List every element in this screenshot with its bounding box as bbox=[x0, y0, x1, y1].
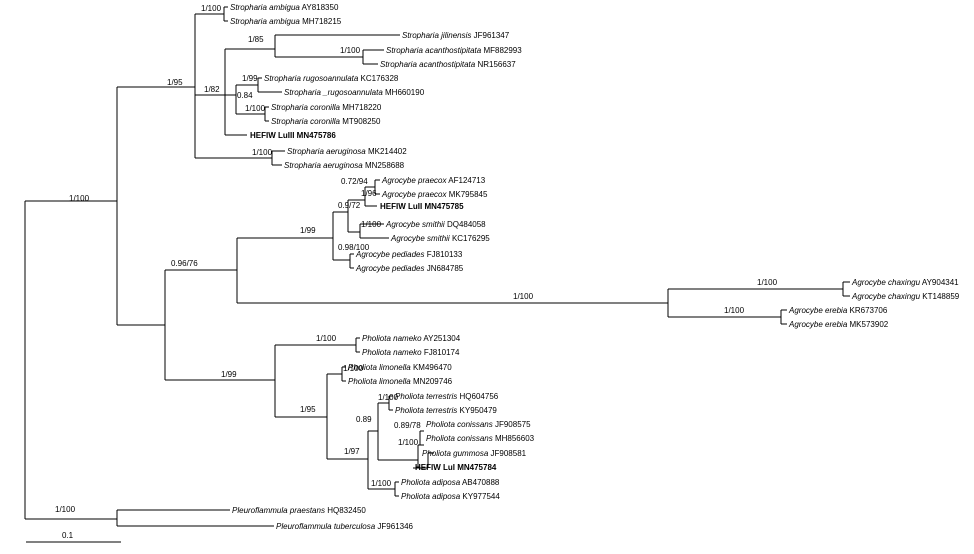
support-value: 0.84 bbox=[237, 91, 253, 100]
support-value: 1/100 bbox=[340, 46, 361, 55]
taxon-label: Stropharia coronilla MH718220 bbox=[271, 103, 382, 112]
taxon-label-highlighted: HEFIW LuI MN475784 bbox=[415, 463, 497, 472]
taxon-label: Pholiota terrestris KY950479 bbox=[395, 406, 497, 415]
taxon-label: Pholiota gummosa JF908581 bbox=[422, 449, 527, 458]
support-value: 1/100 bbox=[343, 364, 364, 373]
support-value: 1/100 bbox=[757, 278, 778, 287]
support-value: 1/100 bbox=[378, 393, 399, 402]
taxon-label: Pholiota limonella MN209746 bbox=[348, 377, 453, 386]
taxon-label: Stropharia jilinensis JF961347 bbox=[402, 31, 510, 40]
support-value: 1/99 bbox=[300, 226, 316, 235]
support-value: 1/95 bbox=[167, 78, 183, 87]
support-value: 1/100 bbox=[316, 334, 337, 343]
taxon-label: Stropharia ambigua AY818350 bbox=[230, 3, 339, 12]
taxon-label: Agrocybe chaxingu AY904341 bbox=[851, 278, 959, 287]
support-value: 0.96/76 bbox=[171, 259, 198, 268]
taxon-label: Agrocybe smithii KC176295 bbox=[390, 234, 490, 243]
taxon-label: Agrocybe pediades FJ810133 bbox=[355, 250, 463, 259]
taxon-label: Stropharia acanthostipitata NR156637 bbox=[380, 60, 516, 69]
support-value: 1/100 bbox=[201, 4, 222, 13]
taxon-label: Pholiota adiposa AB470888 bbox=[401, 478, 500, 487]
support-value: 1/99 bbox=[242, 74, 258, 83]
taxon-label: Agrocybe praecox MK795845 bbox=[381, 190, 488, 199]
taxon-label: Pholiota adiposa KY977544 bbox=[401, 492, 500, 501]
support-value: 1/100 bbox=[513, 292, 534, 301]
taxon-label: Agrocybe praecox AF124713 bbox=[381, 176, 486, 185]
taxon-label: Agrocybe erebia KR673706 bbox=[788, 306, 888, 315]
support-value: 1/100 bbox=[245, 104, 266, 113]
support-value: 1/100 bbox=[398, 438, 419, 447]
support-value: 0.89 bbox=[356, 415, 372, 424]
taxon-label: Stropharia coronilla MT908250 bbox=[271, 117, 381, 126]
taxon-label-highlighted: HEFIW LuII MN475785 bbox=[380, 202, 464, 211]
taxon-label: Stropharia ambigua MH718215 bbox=[230, 17, 342, 26]
support-value: 1/82 bbox=[204, 85, 220, 94]
taxon-label: Pholiota conissans MH856603 bbox=[426, 434, 535, 443]
taxon-label: Pholiota nameko AY251304 bbox=[362, 334, 461, 343]
support-value: 0.72/94 bbox=[341, 177, 368, 186]
support-value: 1/100 bbox=[724, 306, 745, 315]
support-value: 1/100 bbox=[361, 220, 382, 229]
scale-bar-label: 0.1 bbox=[62, 531, 74, 540]
taxon-label: Agrocybe smithii DQ484058 bbox=[385, 220, 486, 229]
support-value: 1/96 bbox=[361, 189, 377, 198]
support-value: 1/85 bbox=[248, 35, 264, 44]
taxon-label: Agrocybe pediades JN684785 bbox=[355, 264, 464, 273]
taxon-label-highlighted: HEFIW LuIII MN475786 bbox=[250, 131, 336, 140]
taxon-label: Stropharia aeruginosa MN258688 bbox=[284, 161, 405, 170]
support-value: 0.98/100 bbox=[338, 243, 370, 252]
support-value: 0.9/72 bbox=[338, 201, 361, 210]
taxon-label: Stropharia _rugosoannulata MH660190 bbox=[284, 88, 425, 97]
support-value: 1/99 bbox=[221, 370, 237, 379]
taxon-label: Stropharia aeruginosa MK214402 bbox=[287, 147, 407, 156]
taxon-label: Pholiota nameko FJ810174 bbox=[362, 348, 460, 357]
taxon-label: Pleuroflammula praestans HQ832450 bbox=[232, 506, 366, 515]
support-value: 1/100 bbox=[69, 194, 90, 203]
support-value: 1/100 bbox=[252, 148, 273, 157]
taxon-label: Agrocybe erebia MK573902 bbox=[788, 320, 889, 329]
support-value: 1/100 bbox=[371, 479, 392, 488]
taxon-label: Pholiota terrestris HQ604756 bbox=[395, 392, 499, 401]
support-value: 1/100 bbox=[55, 505, 76, 514]
taxon-label: Pholiota conissans JF908575 bbox=[426, 420, 531, 429]
taxon-label: Agrocybe chaxingu KT148859 bbox=[851, 292, 960, 301]
taxon-label: Stropharia rugosoannulata KC176328 bbox=[264, 74, 399, 83]
support-value: 0.89/78 bbox=[394, 421, 421, 430]
support-value: 1/97 bbox=[344, 447, 360, 456]
taxon-label: Pleuroflammula tuberculosa JF961346 bbox=[276, 522, 414, 531]
taxon-label: Stropharia acanthostipitata MF882993 bbox=[386, 46, 522, 55]
taxon-label: Pholiota limonella KM496470 bbox=[348, 363, 452, 372]
support-value: 1/95 bbox=[300, 405, 316, 414]
